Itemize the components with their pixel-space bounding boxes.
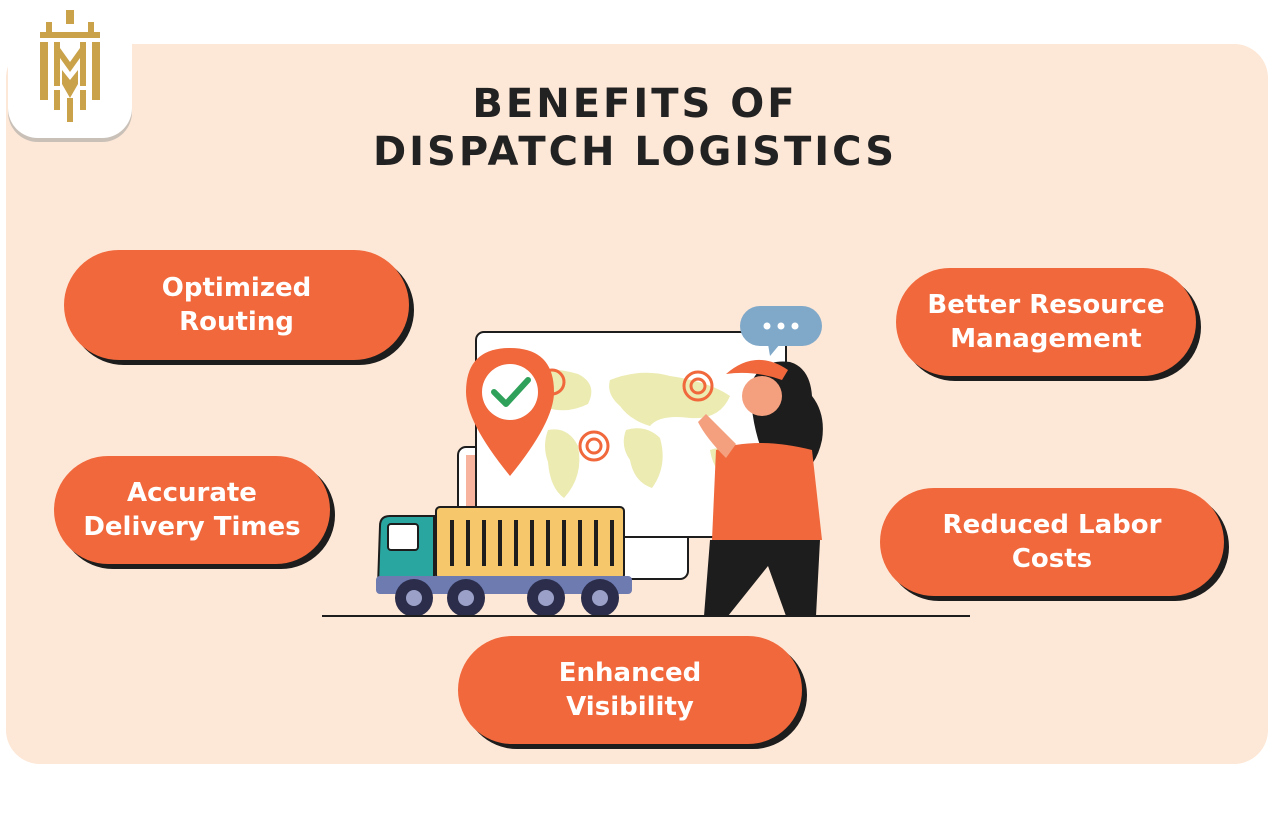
benefit-line: Reduced Labor — [942, 510, 1162, 540]
benefit-accurate-delivery-times: Accurate Delivery Times — [54, 456, 330, 564]
benefit-line: Costs — [1011, 544, 1093, 574]
truck-wheel — [447, 579, 485, 617]
benefit-reduced-labor-costs: Reduced Labor Costs — [880, 488, 1224, 596]
benefit-line: Visibility — [566, 692, 694, 722]
benefit-enhanced-visibility: Enhanced Visibility — [458, 636, 802, 744]
benefit-line: Accurate — [127, 478, 257, 508]
dispatcher-person — [698, 359, 823, 616]
truck-wheel — [527, 579, 565, 617]
title-line-2: DISPATCH LOGISTICS — [372, 129, 898, 175]
benefit-line: Delivery Times — [83, 512, 301, 542]
benefit-better-resource-management: Better Resource Management — [896, 268, 1196, 376]
delivery-truck-icon — [376, 506, 632, 617]
benefit-line: Optimized — [161, 273, 312, 303]
brand-logo — [8, 0, 132, 138]
logo-crown-icon — [40, 10, 100, 122]
benefit-line: Better Resource — [927, 290, 1165, 320]
truck-wheel — [581, 579, 619, 617]
dispatch-illustration — [322, 306, 970, 617]
page-title: BENEFITS OF DISPATCH LOGISTICS — [0, 80, 1270, 176]
checkmark-icon — [491, 377, 531, 407]
location-pin-icon — [466, 348, 554, 476]
benefit-line: Routing — [179, 307, 294, 337]
chat-bubble-icon — [740, 306, 822, 356]
benefit-line: Management — [950, 324, 1142, 354]
title-line-1: BENEFITS OF — [472, 81, 798, 127]
truck-wheel — [395, 579, 433, 617]
benefit-line: Enhanced — [558, 658, 702, 688]
benefit-optimized-routing: Optimized Routing — [64, 250, 409, 360]
